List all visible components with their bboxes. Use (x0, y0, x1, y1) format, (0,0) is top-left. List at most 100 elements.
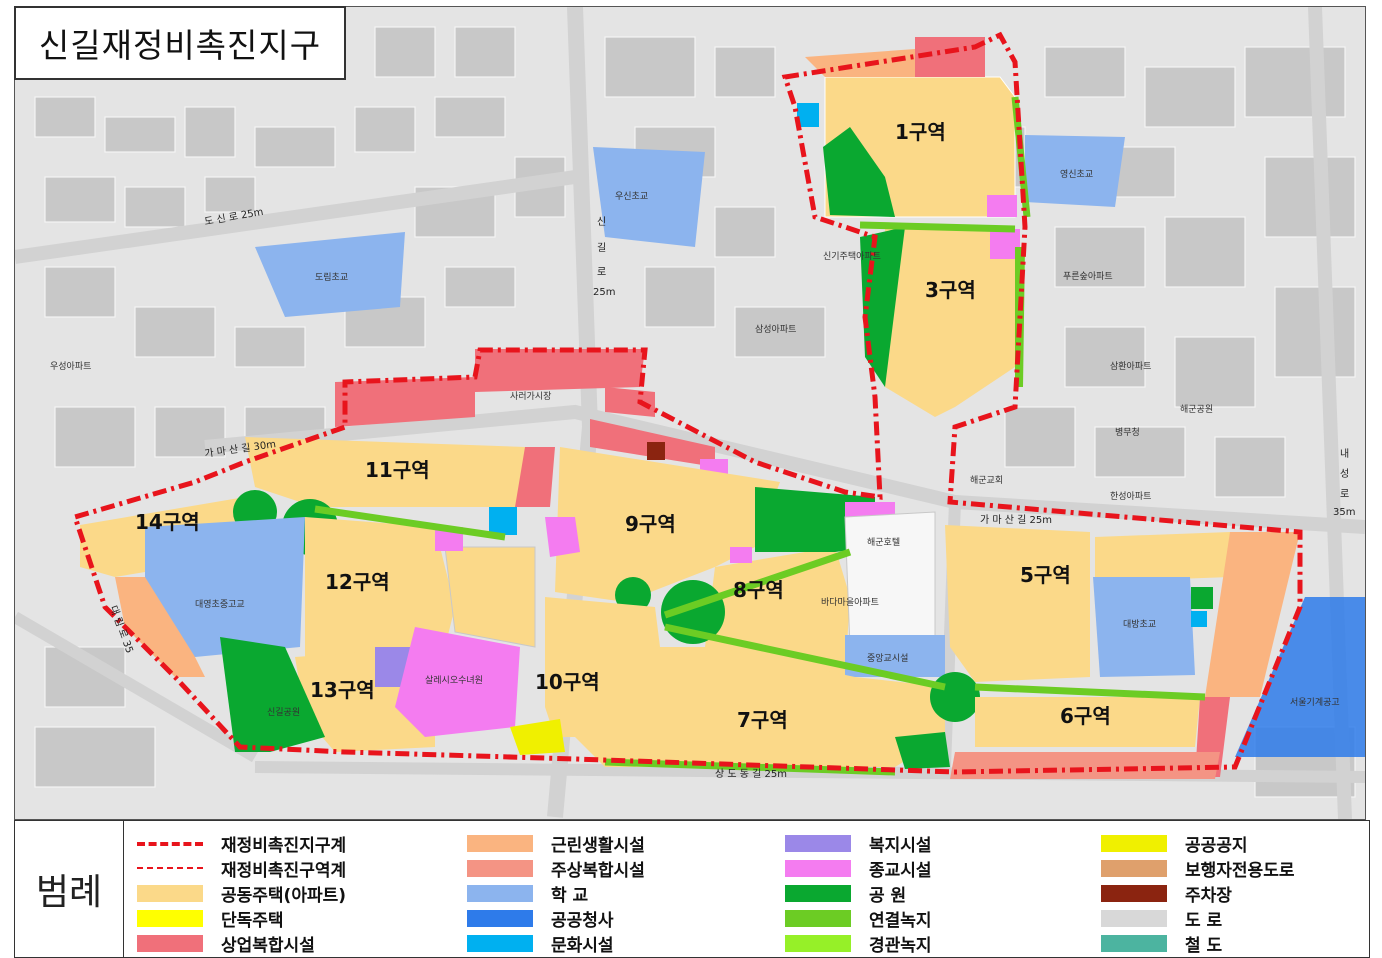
legend-swatch (785, 909, 851, 927)
map-title: 신길재정비촉진지구 (14, 6, 346, 80)
legend-swatch (467, 884, 533, 902)
legend-swatch (467, 834, 533, 852)
zone-5 (945, 525, 1090, 682)
place-label: 도림초교 (315, 271, 348, 283)
road-label: 25m (593, 287, 615, 298)
legend-item: 공 원 (785, 881, 907, 906)
road-label: 로 (597, 267, 606, 278)
zone-11 (245, 437, 525, 507)
school-daeyoung (145, 517, 305, 657)
map-canvas: 1구역 3구역 5구역 6구역 7구역 8구역 9구역 10구역 11구역 12… (15, 7, 1365, 819)
legend-label: 공공청사 (551, 910, 614, 931)
apartment-area (1095, 532, 1230, 582)
legend-swatch (137, 934, 203, 952)
legend-item: 단독주택 (137, 906, 284, 931)
public-open-space (510, 719, 565, 755)
navy-hotel-area (844, 511, 936, 648)
apartment-block (444, 546, 536, 648)
zone-7 (575, 647, 945, 767)
school-dorim (255, 232, 405, 317)
zone-label: 6구역 (1060, 704, 1111, 728)
religious-facility (545, 517, 580, 557)
legend-title: 범례 (15, 821, 124, 957)
neighborhood-facility (1205, 532, 1300, 697)
school-daebang (1093, 577, 1195, 677)
legend-label: 근린생활시설 (551, 835, 645, 856)
legend-label: 단독주택 (221, 910, 284, 931)
road-label: 로 (1340, 489, 1349, 500)
legend-swatch (137, 884, 203, 902)
place-label: 중앙교시설 (867, 652, 908, 664)
legend-label: 공동주택(아파트) (221, 885, 347, 906)
legend-item: 연결녹지 (785, 906, 932, 931)
place-label: 사러가시장 (510, 391, 551, 402)
place-label: 대방초교 (1123, 619, 1156, 630)
place-label: 우성아파트 (50, 361, 91, 372)
legend-swatch (785, 934, 851, 952)
place-label: 살레시오수녀원 (425, 675, 483, 686)
legend-swatch (137, 909, 203, 927)
legend-label: 철 도 (1185, 935, 1223, 956)
legend-label: 주상복합시설 (551, 860, 645, 881)
park-singil (220, 637, 325, 752)
legend-label: 종교시설 (869, 860, 932, 881)
legend-item: 근린생활시설 (467, 831, 645, 856)
zone-6 (975, 697, 1200, 747)
park-circle (930, 672, 980, 722)
place-label: 병무청 (1115, 427, 1140, 438)
place-label: 해군교회 (970, 475, 1003, 486)
seoul-machine-school (1235, 597, 1365, 757)
place-label: 신기주택아파트 (823, 251, 881, 262)
religious-facility (730, 547, 752, 563)
legend-label: 재정비촉진구역계 (221, 860, 347, 881)
legend-swatch (785, 884, 851, 902)
road-label: 35m (1333, 507, 1355, 518)
place-label: 신길공원 (267, 707, 300, 718)
park-circle (615, 577, 651, 613)
legend-item: 도 로 (1101, 906, 1223, 931)
legend-item: 종교시설 (785, 856, 932, 881)
place-label: 한성아파트 (1110, 491, 1151, 502)
legend-item: 공공청사 (467, 906, 614, 931)
culture-facility (1191, 611, 1207, 627)
school-usin (593, 147, 705, 247)
zone-label: 14구역 (135, 510, 200, 534)
legend-item: 문화시설 (467, 931, 614, 956)
legend-label: 도 로 (1185, 910, 1223, 931)
legend-swatch (467, 859, 533, 877)
legend-label: 공 원 (869, 885, 907, 906)
legend-swatch (1101, 884, 1167, 902)
legend-item: 재정비촉진지구계 (137, 831, 347, 856)
zone-label: 5구역 (1020, 563, 1071, 587)
road-label: 길 (597, 241, 606, 254)
legend-item: 주차장 (1101, 881, 1232, 906)
legend-label: 경관녹지 (869, 935, 932, 956)
legend-swatch (785, 834, 851, 852)
legend-label: 연결녹지 (869, 910, 932, 931)
religious-facility (395, 627, 520, 737)
legend-item: 학 교 (467, 881, 588, 906)
legend-label: 재정비촉진지구계 (221, 835, 347, 856)
legend-item: 경관녹지 (785, 931, 932, 956)
legend-swatch (1101, 834, 1167, 852)
place-label: 해군공원 (1180, 404, 1213, 415)
legend-label: 복지시설 (869, 835, 932, 856)
place-label: 대영초중고교 (195, 599, 245, 610)
zone-label: 3구역 (925, 278, 976, 302)
legend-item: 공동주택(아파트) (137, 881, 347, 906)
road-label: 가 마 산 길 25m (980, 513, 1052, 526)
legend-line-swatch (137, 835, 203, 852)
road-label: 신 (597, 216, 606, 228)
legend-label: 공공공지 (1185, 835, 1248, 856)
zone-label: 9구역 (625, 512, 676, 536)
legend-label: 문화시설 (551, 935, 614, 956)
legend-swatch (1101, 909, 1167, 927)
place-label: 우신초교 (615, 191, 648, 202)
legend-swatch (785, 859, 851, 877)
legend-swatch (1101, 859, 1167, 877)
legend-item: 재정비촉진구역계 (137, 856, 347, 881)
redevelopment-map: 1구역 3구역 5구역 6구역 7구역 8구역 9구역 10구역 11구역 12… (14, 6, 1366, 820)
legend-label: 주차장 (1185, 885, 1232, 906)
